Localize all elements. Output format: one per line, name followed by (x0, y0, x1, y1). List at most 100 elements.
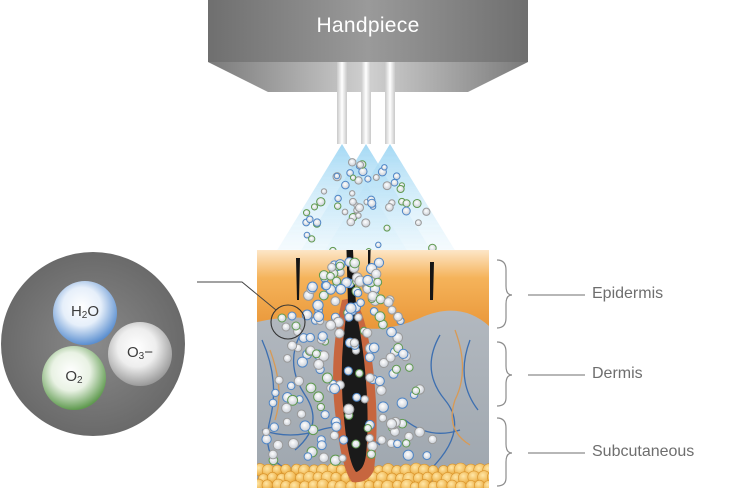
particle (334, 194, 342, 203)
layer-label-dermis: Dermis (592, 365, 643, 382)
particle (386, 326, 397, 338)
fat-cell (455, 480, 467, 488)
particle (287, 311, 297, 321)
particle (427, 434, 438, 445)
particle (317, 331, 328, 342)
particle (345, 302, 357, 314)
particle (269, 422, 279, 432)
particle (311, 349, 321, 359)
particle (343, 403, 355, 415)
particle (321, 281, 331, 291)
particle (307, 281, 318, 293)
particle (333, 172, 341, 180)
particle (306, 215, 314, 224)
particle (385, 202, 394, 212)
particle (383, 224, 391, 232)
particle (422, 207, 431, 216)
particle (335, 283, 347, 295)
particle (366, 449, 376, 459)
particle (392, 172, 401, 181)
particle (330, 296, 341, 307)
particle (396, 397, 408, 409)
particle (286, 381, 296, 391)
water-label: H2O (70, 303, 100, 321)
particle (329, 430, 340, 441)
particle (281, 322, 291, 332)
particle (354, 312, 363, 322)
nozzle (361, 62, 371, 144)
particle (378, 357, 389, 369)
particle (391, 364, 401, 374)
particle (401, 439, 411, 448)
particle (326, 271, 335, 281)
particle (346, 169, 354, 177)
particle (338, 435, 349, 445)
particle (364, 175, 372, 183)
particle (312, 218, 322, 227)
particle (343, 366, 353, 376)
fat-cell (363, 480, 375, 488)
particle (348, 190, 356, 197)
particle (305, 382, 317, 394)
particle (414, 426, 425, 438)
particle (356, 298, 365, 307)
oxygen-molecule (42, 346, 106, 410)
particle (291, 321, 301, 331)
dermis-bracket (496, 341, 513, 407)
particle (355, 369, 364, 378)
particle (344, 312, 354, 322)
particle (373, 257, 385, 268)
particle (353, 288, 363, 298)
particle (316, 197, 326, 207)
particle (318, 290, 329, 301)
skin-particles (261, 257, 438, 466)
particle (377, 435, 387, 445)
fat-cell (487, 472, 489, 482)
particle (321, 372, 333, 384)
fat-cell (334, 480, 348, 488)
particle (355, 212, 362, 219)
particle (405, 363, 414, 372)
particle (348, 197, 357, 206)
nozzle (385, 62, 395, 144)
particle (327, 262, 337, 272)
particle (313, 358, 325, 370)
particle (378, 413, 388, 423)
particle (364, 352, 375, 363)
particle (372, 174, 380, 181)
particle (277, 313, 287, 323)
particle (331, 421, 342, 432)
epidermis-bracket (496, 259, 513, 329)
magnifier-circle (270, 304, 306, 340)
nozzle (337, 62, 347, 144)
particle (351, 439, 361, 449)
particle (373, 277, 383, 287)
particle (313, 391, 324, 403)
callout-line (197, 281, 277, 311)
particle (368, 342, 380, 354)
particle (412, 198, 422, 209)
mist-cone (324, 144, 456, 252)
particle (293, 375, 305, 387)
particle (362, 274, 373, 286)
particle (396, 184, 405, 194)
particle (365, 433, 375, 443)
particle (375, 241, 382, 249)
fat-cell (316, 478, 330, 488)
particle (414, 219, 422, 227)
fat-cell (261, 479, 273, 488)
particle (385, 352, 396, 363)
particle (325, 319, 337, 331)
magnifier (197, 281, 306, 340)
particle (393, 439, 402, 449)
particle (338, 454, 347, 463)
particle (272, 439, 284, 451)
particle (305, 332, 315, 343)
particle (385, 418, 398, 430)
particle (329, 383, 341, 395)
oxygen-label: O2 (65, 368, 83, 386)
particle (287, 394, 299, 406)
water-molecule (53, 281, 117, 345)
particle (334, 328, 345, 339)
particle (296, 356, 308, 368)
